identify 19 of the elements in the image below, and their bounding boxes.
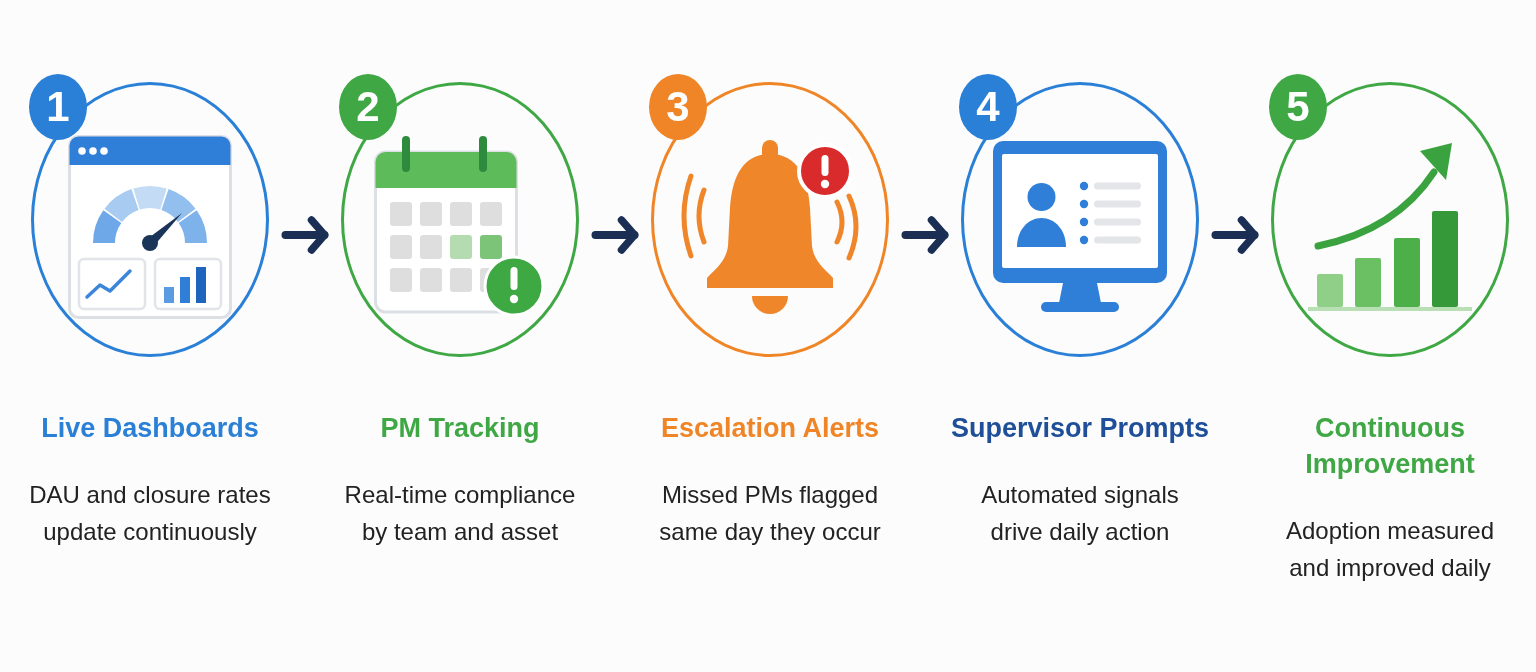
arrow [1211,216,1259,254]
step-number: 4 [959,74,1017,140]
step-description: Automated signals drive daily action [980,480,1180,547]
step-title: Escalation Alerts [660,412,880,445]
step-number: 2 [339,74,397,140]
step-title: Supervisor Prompts [950,412,1210,445]
step-description: Missed PMs flagged same day they occur [658,480,882,547]
arrow [281,216,329,254]
step-number: 1 [29,74,87,140]
step-number: 5 [1269,74,1327,140]
arrow [591,216,639,254]
step-title: PM Tracking [380,412,540,445]
arrow [901,216,949,254]
step-number: 3 [649,74,707,140]
step-description: Real-time compliance by team and asset [343,480,577,547]
step-description: Adoption measured and improved daily [1284,516,1496,583]
step-title: Live Dashboards [41,412,259,445]
step-title: Continuous Improvement [1304,412,1476,481]
step-description: DAU and closure rates update continuously [28,480,272,547]
